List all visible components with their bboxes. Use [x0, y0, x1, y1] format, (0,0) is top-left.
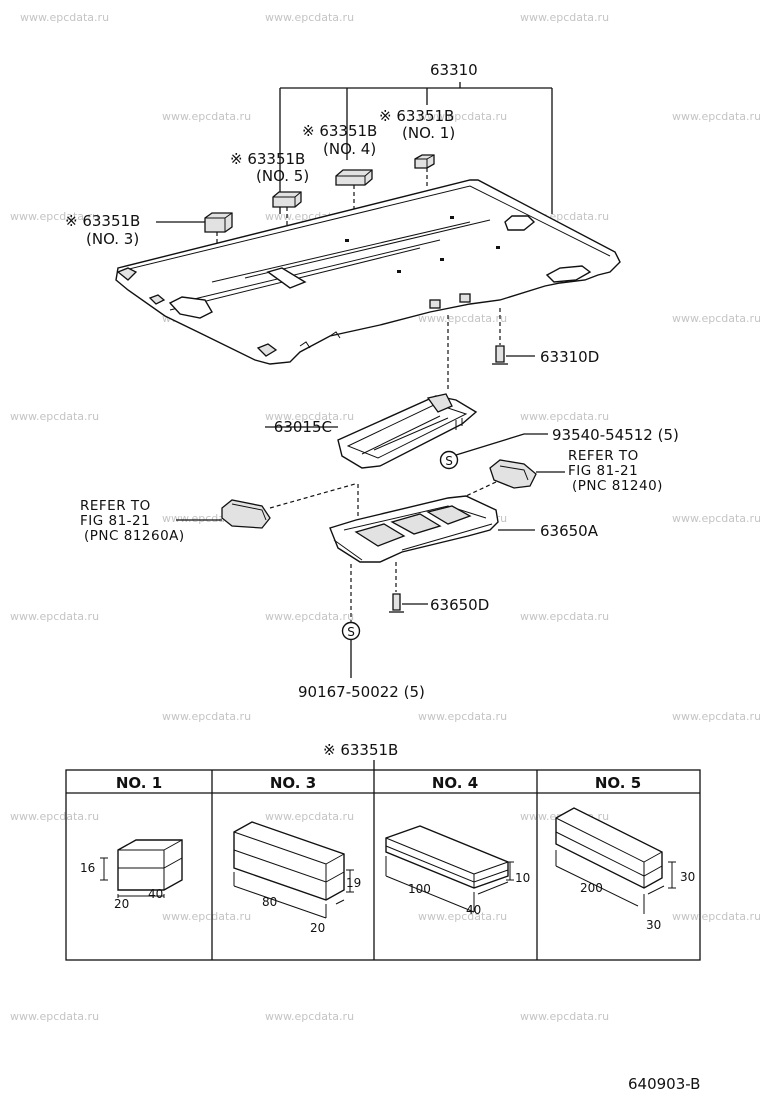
insulator-no1-label: ※ 63351B [379, 107, 454, 125]
refer-left-line3: (PNC 81260A) [84, 528, 185, 544]
clip-headliner-label: 63310D [540, 348, 599, 366]
insulator-block-no1 [100, 839, 183, 898]
insulator-no4-tag: (NO. 4) [323, 140, 376, 158]
insulator-dashed-leaders [216, 168, 428, 258]
insulator-no3-label: ※ 63351B [65, 212, 140, 230]
insulator-size-table [65, 769, 701, 961]
insulator-no5-label: ※ 63351B [230, 150, 305, 168]
watermark: www.epcdata.ru [418, 710, 507, 723]
watermark: www.epcdata.ru [672, 710, 760, 723]
table-header-no4: NO. 4 [432, 774, 478, 792]
insulator-pad-no1 [414, 154, 435, 169]
no4-dim-depth: 40 [466, 903, 481, 917]
svg-text:S: S [347, 625, 355, 639]
headliner-label: 63310 [430, 61, 478, 79]
map-lamp-right-dashed [465, 481, 497, 497]
clip-console [389, 593, 404, 613]
watermark: www.epcdata.ru [520, 11, 609, 24]
console-label: 63650A [540, 522, 599, 540]
table-header-no1: NO. 1 [116, 774, 162, 792]
clip-headliner [492, 345, 508, 365]
no3-dim-depth: 20 [310, 921, 325, 935]
no1-dim-length: 40 [148, 887, 163, 901]
clip-console-label: 63650D [430, 596, 489, 614]
insulator-no1-tag: (NO. 1) [402, 124, 455, 142]
screw-bracket-symbol: S [439, 450, 459, 470]
watermark: www.epcdata.ru [672, 910, 760, 923]
watermark: www.epcdata.ru [418, 110, 507, 123]
console-bracket [337, 393, 478, 469]
watermark: www.epcdata.ru [10, 810, 99, 823]
insulator-block-no5 [555, 807, 676, 914]
refer-right-line2: FIG 81-21 [568, 463, 638, 479]
table-title: ※ 63351B [323, 741, 398, 759]
refer-right-line1: REFER TO [568, 448, 639, 464]
watermark: www.epcdata.ru [672, 512, 760, 525]
bracket-label: 63015C [274, 418, 332, 436]
watermark: www.epcdata.ru [672, 110, 760, 123]
no5-dim-depth: 30 [646, 918, 661, 932]
watermark: www.epcdata.ru [10, 410, 99, 423]
diagram-code: 640903-B [628, 1075, 700, 1093]
map-lamp-right [489, 459, 537, 489]
watermark: www.epcdata.ru [10, 610, 99, 623]
watermark: www.epcdata.ru [418, 910, 507, 923]
no3-dim-height: 19 [346, 876, 361, 890]
insulator-block-no4 [385, 825, 514, 913]
no3-dim-length: 80 [262, 895, 277, 909]
no1-dim-height: 16 [80, 861, 95, 875]
refer-right-line3: (PNC 81240) [572, 478, 663, 494]
insulator-block-no3 [233, 821, 354, 919]
insulator-no4-label: ※ 63351B [302, 122, 377, 140]
roof-headliner [115, 179, 621, 365]
watermark: www.epcdata.ru [265, 1010, 354, 1023]
map-lamp-left-dashed [269, 483, 356, 509]
insulator-pad-no5 [272, 191, 302, 208]
screw-console-label: 90167-50022 (5) [298, 683, 425, 701]
watermark: www.epcdata.ru [265, 610, 354, 623]
insulator-no5-tag: (NO. 5) [256, 167, 309, 185]
insulator-no3-tag: (NO. 3) [86, 230, 139, 248]
watermark: www.epcdata.ru [10, 210, 99, 223]
screw-bracket-leader [455, 433, 548, 456]
no4-dim-height: 10 [515, 871, 530, 885]
watermark: www.epcdata.ru [162, 910, 251, 923]
watermark: www.epcdata.ru [10, 1010, 99, 1023]
screw-bracket-label: 93540-54512 (5) [552, 426, 679, 444]
no5-dim-length: 200 [580, 881, 603, 895]
table-header-no3: NO. 3 [270, 774, 316, 792]
watermark: www.epcdata.ru [162, 710, 251, 723]
insulator-pad-no4 [335, 169, 373, 186]
watermark: www.epcdata.ru [265, 410, 354, 423]
screw-console-symbol: S [341, 621, 361, 641]
map-lamp-left [221, 499, 271, 529]
refer-left-line2: FIG 81-21 [80, 513, 150, 529]
watermark: www.epcdata.ru [418, 312, 507, 325]
no4-dim-length: 100 [408, 882, 431, 896]
watermark: www.epcdata.ru [520, 1010, 609, 1023]
headliner-leader-bracket [279, 82, 553, 214]
watermark: www.epcdata.ru [20, 11, 109, 24]
watermark: www.epcdata.ru [162, 110, 251, 123]
watermark: www.epcdata.ru [265, 810, 354, 823]
table-header-no5: NO. 5 [595, 774, 641, 792]
overhead-console-box [329, 495, 499, 563]
watermark: www.epcdata.ru [520, 610, 609, 623]
refer-left-line1: REFER TO [80, 498, 151, 514]
svg-text:S: S [445, 454, 453, 468]
watermark: www.epcdata.ru [672, 312, 760, 325]
no5-dim-height: 30 [680, 870, 695, 884]
insulator-pad-no3 [204, 212, 233, 233]
watermark: www.epcdata.ru [265, 11, 354, 24]
no1-dim-depth: 20 [114, 897, 129, 911]
watermark: www.epcdata.ru [520, 410, 609, 423]
